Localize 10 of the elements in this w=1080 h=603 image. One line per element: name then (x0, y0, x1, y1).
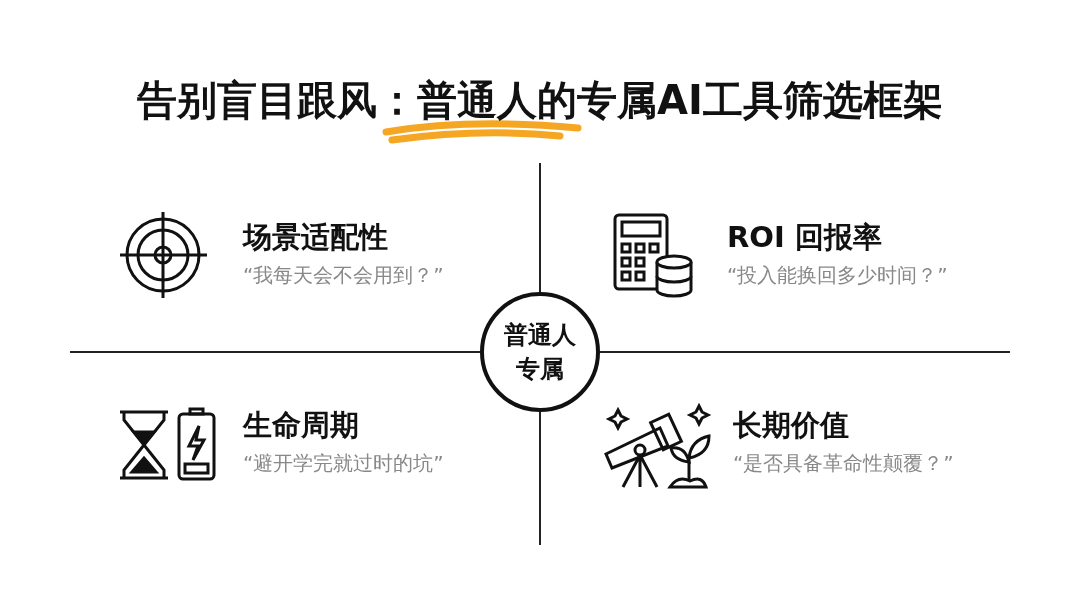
quote-text: “避开学完就过时的坑” (243, 450, 444, 477)
quadrant-heading: 场景适配性 (243, 219, 388, 256)
quote-text: “投入能换回多少时间？” (727, 262, 948, 289)
quadrant-heading: ROI 回报率 (727, 219, 882, 256)
quadrant-heading: 长期价值 (733, 407, 849, 444)
title: 告别盲目跟风：普通人的专属AI工具筛选框架 (136, 76, 944, 125)
quadrant-heading: 生命周期 (243, 407, 359, 444)
quote-text: “我每天会不会用到？” (243, 262, 444, 289)
hub-circle: 普通人专属 (480, 292, 600, 412)
quote-text: “是否具备革命性颠覆？” (733, 450, 954, 477)
